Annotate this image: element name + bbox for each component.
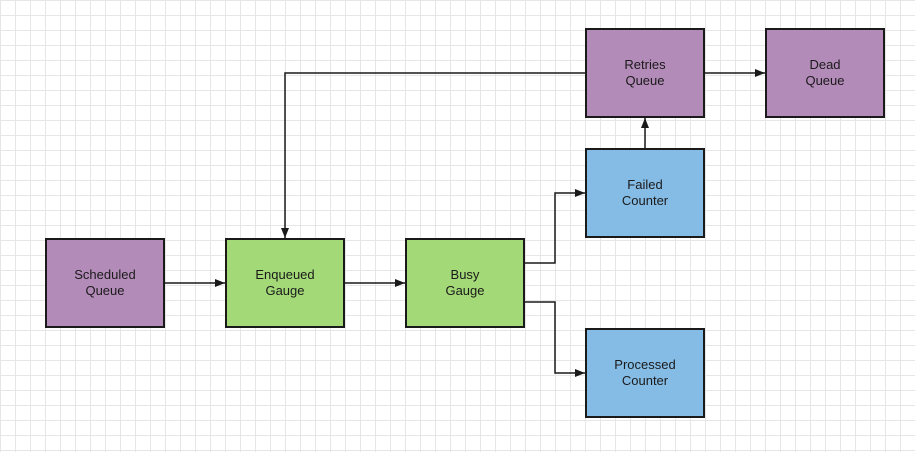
scheduled-queue-node[interactable]: Scheduled Queue — [45, 238, 165, 328]
busy-gauge-node[interactable]: Busy Gauge — [405, 238, 525, 328]
processed-counter-node[interactable]: Processed Counter — [585, 328, 705, 418]
scheduled-queue-label: Scheduled Queue — [74, 267, 136, 298]
retries-queue-node[interactable]: Retries Queue — [585, 28, 705, 118]
connector-busy-gauge-to-failed-counter — [525, 189, 585, 264]
retries-queue-label: Retries Queue — [624, 57, 666, 88]
failed-counter-label: Failed Counter — [621, 177, 669, 208]
busy-gauge-label: Busy Gauge — [445, 267, 485, 298]
processed-counter-label: Processed Counter — [614, 357, 676, 388]
dead-queue-node[interactable]: Dead Queue — [765, 28, 885, 118]
dead-queue-label: Dead Queue — [805, 57, 845, 88]
enqueued-gauge-node[interactable]: Enqueued Gauge — [225, 238, 345, 328]
connector-retries-queue-to-enqueued-gauge — [281, 72, 585, 238]
enqueued-gauge-label: Enqueued Gauge — [255, 267, 315, 298]
connector-busy-gauge-to-processed-counter — [525, 301, 585, 377]
failed-counter-node[interactable]: Failed Counter — [585, 148, 705, 238]
